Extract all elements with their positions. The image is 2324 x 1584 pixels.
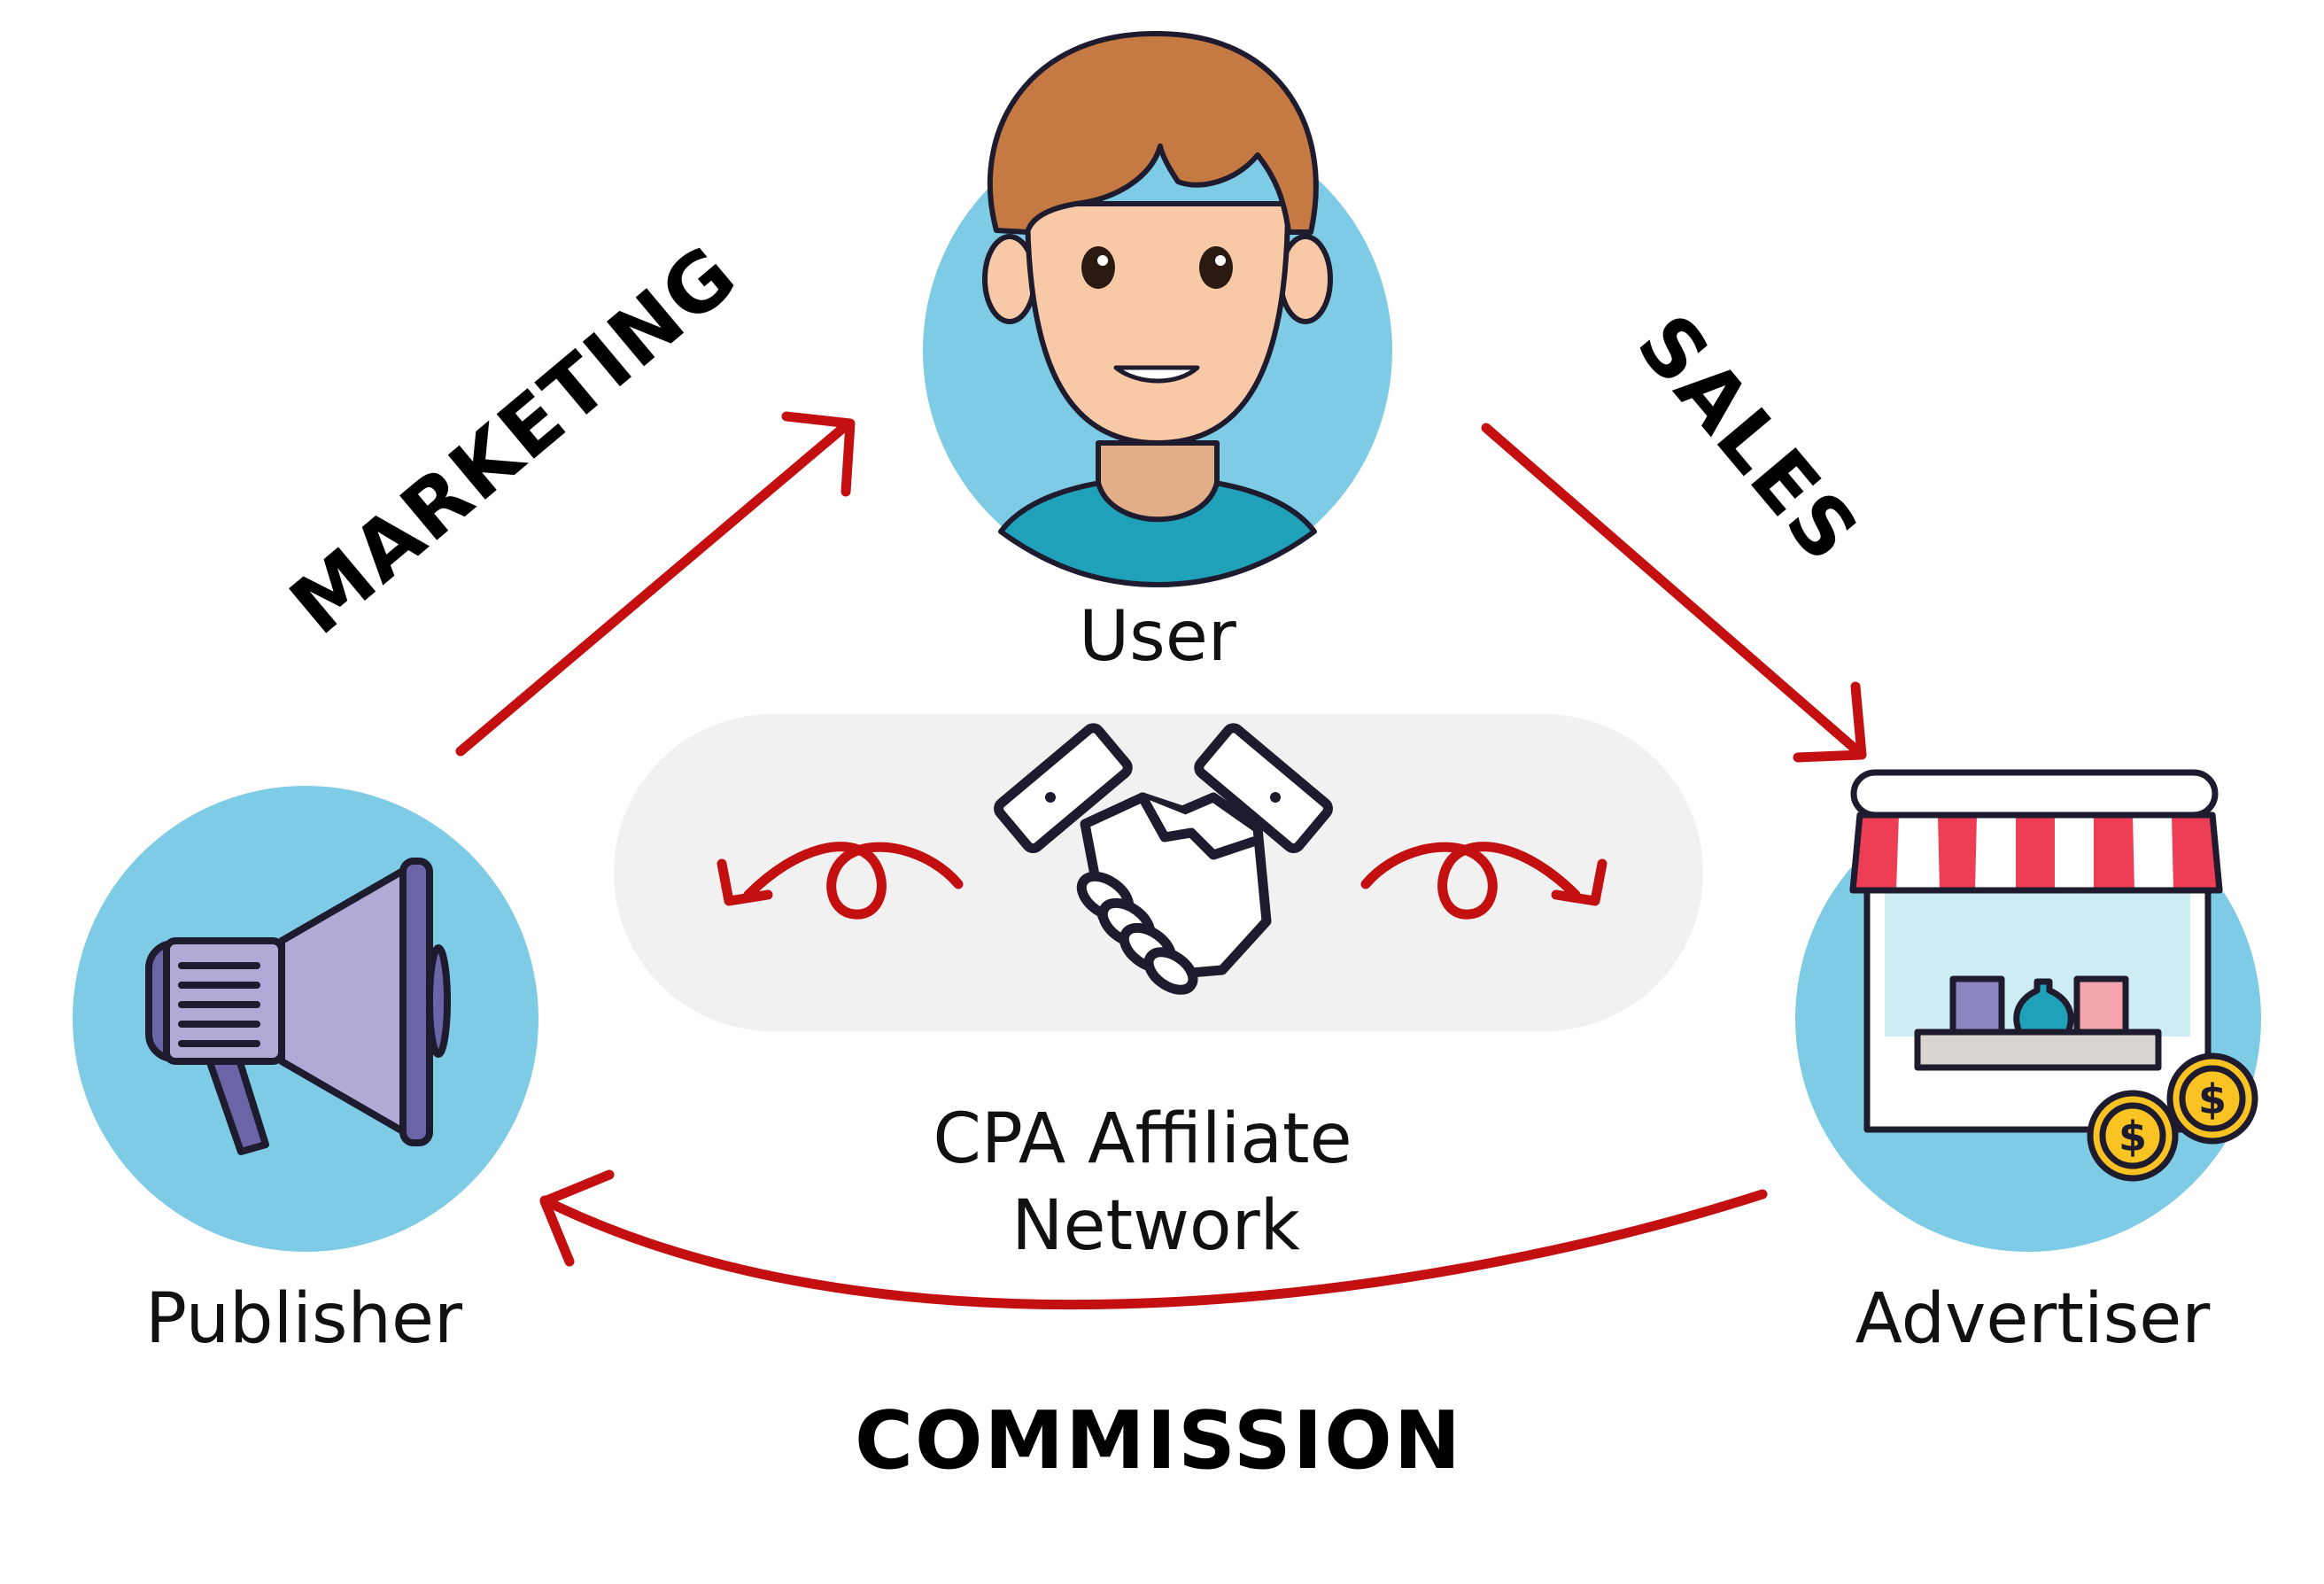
advertiser-label: Advertiser <box>1855 1279 2212 1359</box>
user-node: User <box>923 30 1392 677</box>
network-node: CPA Affiliate Network <box>614 714 1703 1266</box>
marketing-arrow <box>455 411 856 757</box>
svg-text:$: $ <box>2198 1075 2227 1123</box>
user-label: User <box>1079 597 1237 677</box>
publisher-node: Publisher <box>73 786 538 1359</box>
sales-label: SALES <box>1619 298 1877 580</box>
publisher-label: Publisher <box>145 1279 463 1359</box>
handshake-icon <box>994 723 1333 995</box>
svg-text:$: $ <box>2119 1113 2147 1161</box>
commission-arrow <box>539 1169 1768 1310</box>
megaphone-icon <box>145 858 451 1155</box>
swirl-arrow-right-icon <box>1360 842 1607 920</box>
network-label-line1: CPA Affiliate <box>933 1099 1352 1179</box>
user-avatar-icon <box>982 30 1333 587</box>
advertiser-node: $ $ Advertiser <box>1795 769 2261 1359</box>
storefront-icon: $ $ <box>1849 769 2258 1182</box>
commission-label: COMMISSION <box>855 1394 1462 1487</box>
swirl-arrow-left-icon <box>717 842 964 920</box>
marketing-label: MARKETING <box>273 228 755 653</box>
sales-arrow <box>1481 423 1867 763</box>
network-label-line2: Network <box>1011 1186 1300 1266</box>
